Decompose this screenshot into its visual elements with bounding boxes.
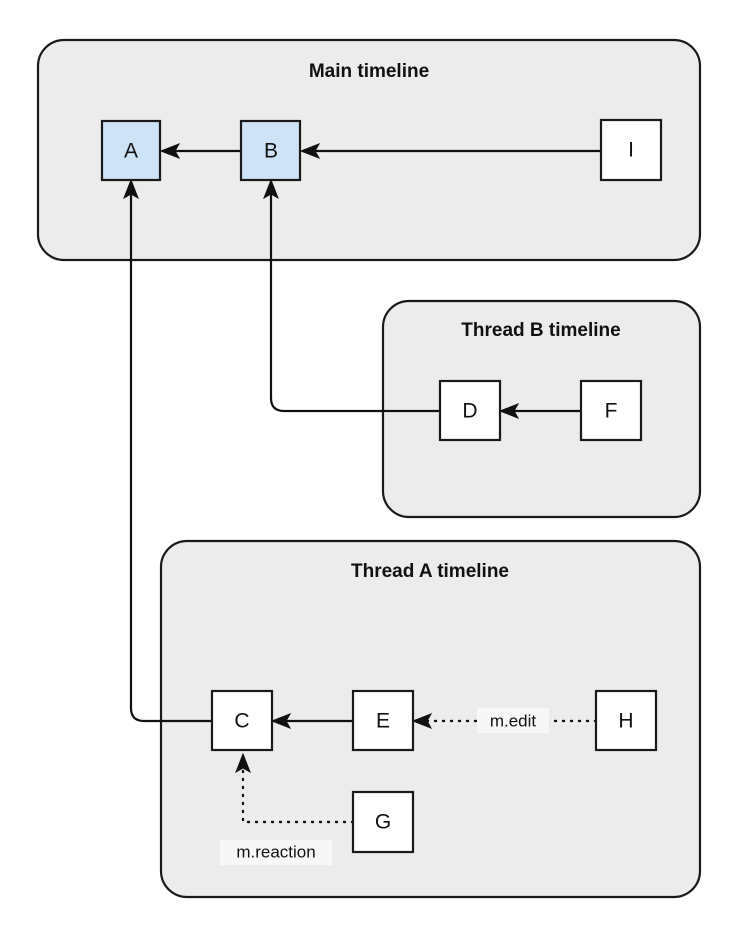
node-b-label: B <box>264 140 278 163</box>
node-c-label: C <box>234 710 249 733</box>
node-i-label: I <box>628 139 634 162</box>
node-d[interactable]: D <box>438 379 502 442</box>
edge-b-to-a-arrowhead <box>159 143 181 159</box>
edge-d-to-b-arrowhead <box>263 178 279 200</box>
edge-f-to-d-arrowhead <box>498 403 520 419</box>
container-thread-a-timeline[interactable]: Thread A timeline <box>159 539 702 899</box>
edge-h-to-e-arrowhead <box>411 713 433 729</box>
container-thread-a-timeline-title: Thread A timeline <box>351 561 509 582</box>
node-d-box <box>438 379 502 442</box>
edge-e-to-c[interactable] <box>270 713 353 729</box>
node-c[interactable]: C <box>210 689 274 752</box>
edge-g-to-c-line <box>241 766 355 824</box>
node-i[interactable]: I <box>599 118 663 182</box>
edge-h-to-e-label-bg <box>477 708 549 733</box>
edge-h-to-e-label: m.edit <box>490 711 537 730</box>
node-g[interactable]: G <box>351 790 415 854</box>
edge-c-to-a-line <box>129 194 212 723</box>
node-g-box <box>351 790 415 854</box>
node-g-label: G <box>375 811 391 834</box>
edge-c-to-a-arrowhead <box>123 178 139 200</box>
node-e-box <box>351 689 415 752</box>
edge-b-to-a[interactable] <box>159 143 241 159</box>
node-c-box <box>210 689 274 752</box>
container-thread-b-timeline-shape <box>381 299 702 519</box>
node-h-box <box>594 689 658 752</box>
container-thread-b-timeline[interactable]: Thread B timeline <box>381 299 702 519</box>
edge-g-to-c-label-bg <box>220 840 332 865</box>
edge-d-to-b[interactable] <box>263 178 440 413</box>
node-a-label: A <box>124 140 138 163</box>
edge-i-to-b[interactable] <box>299 143 601 159</box>
edge-c-to-a[interactable] <box>123 178 212 723</box>
node-e-label: E <box>376 710 390 733</box>
node-f[interactable]: F <box>579 379 643 442</box>
node-h[interactable]: H <box>594 689 658 752</box>
node-a[interactable]: A <box>100 119 162 182</box>
node-d-label: D <box>462 400 477 423</box>
node-f-label: F <box>605 400 618 423</box>
node-b[interactable]: B <box>239 119 302 182</box>
node-b-box <box>239 119 302 182</box>
edge-g-to-c[interactable]: m.reaction <box>220 752 355 865</box>
node-h-label: H <box>618 710 633 733</box>
edge-f-to-d[interactable] <box>498 403 581 419</box>
container-thread-a-timeline-shape <box>159 539 702 899</box>
container-main-timeline-title: Main timeline <box>309 61 429 82</box>
edge-h-to-e[interactable]: m.edit <box>411 708 598 733</box>
node-a-box <box>100 119 162 182</box>
node-e[interactable]: E <box>351 689 415 752</box>
node-f-box <box>579 379 643 442</box>
node-i-box <box>599 118 663 182</box>
edge-i-to-b-arrowhead <box>299 143 321 159</box>
edge-d-to-b-line <box>269 194 440 413</box>
container-thread-b-timeline-title: Thread B timeline <box>461 320 620 341</box>
edge-e-to-c-arrowhead <box>270 713 292 729</box>
edge-g-to-c-label: m.reaction <box>236 842 315 861</box>
edge-g-to-c-arrowhead <box>235 752 251 774</box>
